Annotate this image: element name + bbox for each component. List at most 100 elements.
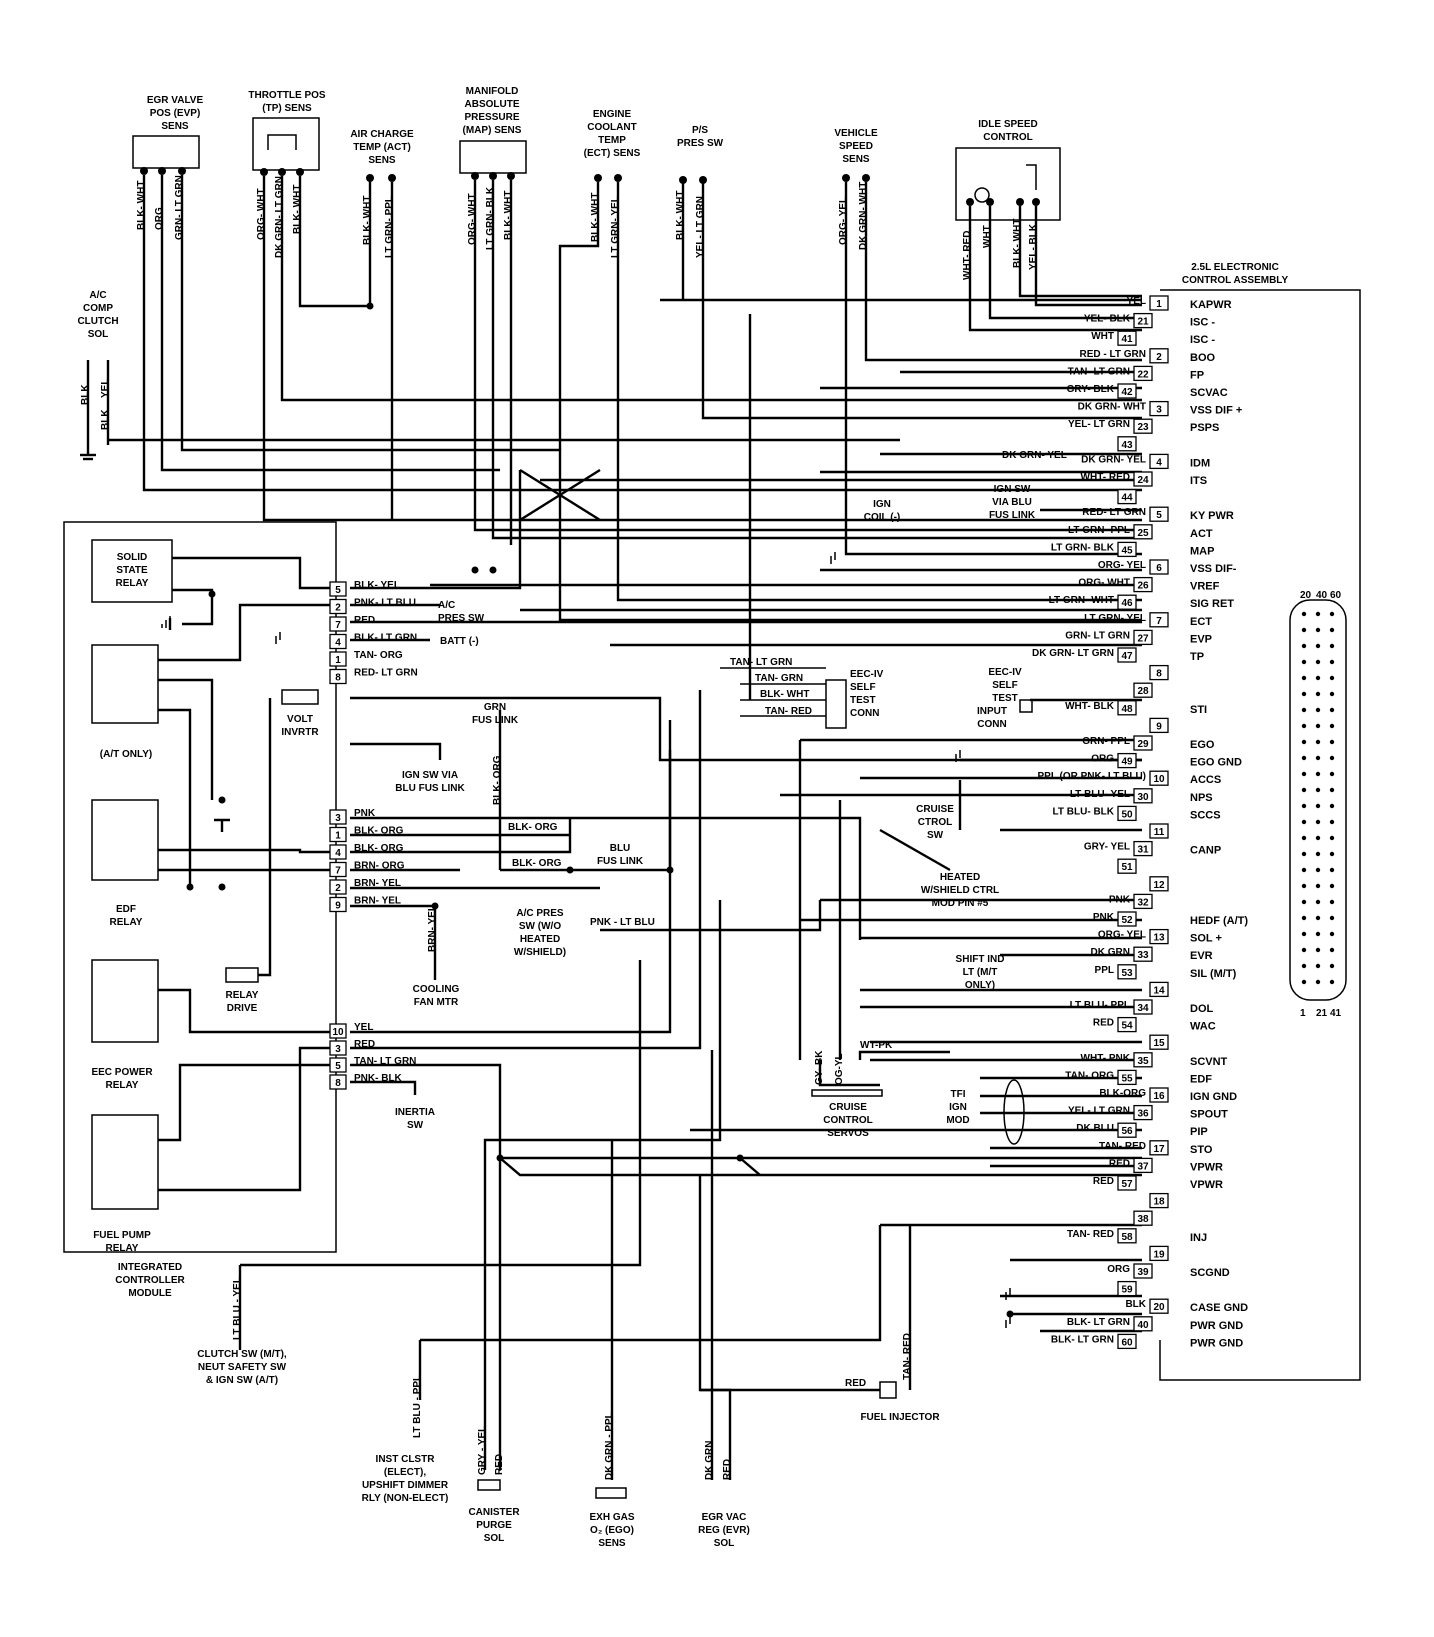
eca-pin-box [1117,752,1137,769]
svg-text:TEST: TEST [992,693,1018,704]
eca-pin-box [1149,876,1169,892]
icm-pin-number: 4 [335,848,341,859]
eca-pin-function: ACCS [1190,774,1221,786]
eca-pin-box [1117,1069,1137,1086]
eca-pin-row: 19 [1149,1245,1169,1262]
eca-pin-function: SCGND [1190,1267,1230,1279]
connector-hole [1329,803,1335,809]
svg-text:RLY (NON-ELECT): RLY (NON-ELECT) [362,1493,449,1504]
eca-pin-wire: GRN- LT GRN [1065,630,1130,641]
eca-pin-box [1117,436,1137,452]
icm-pin-wire: BLK- ORG [354,826,404,837]
tp-wire-1: ORG- WHT [256,188,267,240]
icm-pin-box [329,1023,347,1039]
connector-hole [1301,771,1307,777]
eca-pin-number: 9 [1156,721,1162,732]
eca-pin-function: INJ [1190,1232,1207,1244]
svg-text:OG-YL: OG-YL [834,1053,845,1085]
eca-pin-function: EVP [1190,633,1212,645]
svg-text:TAN- RED: TAN- RED [765,706,812,717]
eca-pin-wire: GRY- YEL [1084,842,1130,853]
eca-pin-wire: LT BLU- PPL [1070,1000,1130,1011]
eca-pin-wire: DK GRN- YEL [1081,454,1146,465]
svg-text:RED: RED [722,1459,733,1480]
eca-pin-number: 13 [1153,933,1165,944]
eca-pin-function: WAC [1190,1021,1216,1033]
svg-text:TEST: TEST [850,695,876,706]
svg-text:RED: RED [494,1454,505,1475]
eca-pin-function: HEDF (A/T) [1190,915,1248,927]
eca-pin-number: 50 [1121,809,1133,820]
eca-pin-box [1149,928,1169,945]
connector-hole [1329,819,1335,825]
eca-pin-wire: RED- LT GRN [1082,507,1146,518]
connector-hole [1315,819,1321,825]
connector-hole [1315,771,1321,777]
map-wire-1: ORG- WHT [467,193,478,245]
eca-pin-box [1133,735,1153,751]
eca-pin-number: 21 [1137,317,1149,328]
eca-pin-box [1133,788,1153,804]
eca-pin-function: CANP [1190,845,1221,857]
tp-wire-2: DK GRN- LT GRN [274,176,285,258]
connector-hole [1329,691,1335,697]
icm-pin-number: 8 [335,1078,341,1089]
isc-wire-3: BLK- WHT [1012,219,1023,268]
svg-text:BLU: BLU [610,843,631,854]
eca-pin-number: 35 [1137,1056,1149,1067]
connector-hole [1315,611,1321,617]
eca-pin-wire: GRN- PPL [1082,736,1130,747]
svg-text:IGN SW: IGN SW [994,484,1031,495]
svg-text:BLU FUS LINK: BLU FUS LINK [395,783,465,794]
eca-pin-box [1117,330,1137,346]
isc-wire-1: WHT- RED [962,231,973,280]
icm-pin-number: 10 [332,1027,344,1038]
eca-pin-number: 2 [1156,352,1162,363]
ps-wire-2: YEL- LT GRN [695,196,706,258]
eca-pin-wire: RED [1093,1018,1114,1029]
ground-symbols [161,552,1011,1328]
connector-hole [1315,675,1321,681]
eca-pin-row: 11 [1149,823,1169,839]
connector-hole [1301,851,1307,857]
eca-pin-box [1117,541,1137,558]
connector-top-numbers: 40 [1316,590,1328,601]
eca-pin-number: 46 [1121,598,1133,609]
eca-pin-box [1149,770,1169,786]
svg-text:CANISTER: CANISTER [468,1507,520,1518]
eca-pin-number: 53 [1121,968,1133,979]
wire-harness [108,175,1142,1480]
eca-pin-number: 40 [1137,1320,1149,1331]
svg-text:SW: SW [407,1120,424,1131]
eca-pin-number: 38 [1137,1214,1149,1225]
connector-hole [1315,755,1321,761]
connector-hole [1329,611,1335,617]
eca-connector-outline [1289,599,1347,1001]
connector-hole [1301,627,1307,633]
svg-text:VIA BLU: VIA BLU [992,497,1032,508]
eca-pin-box [1133,629,1153,646]
eca-pin-wire: WHT- RED [1081,472,1130,483]
icm-pin-number: 9 [335,901,341,912]
connector-hole [1329,883,1335,889]
ps-sensor: P/S PRES SW BLK- WHT YEL- LT GRN [675,125,724,258]
eca-pin-box [1133,524,1153,540]
eca-pin-number: 51 [1121,862,1133,873]
svg-text:FUEL INJECTOR: FUEL INJECTOR [860,1412,940,1423]
eca-pin-box [1133,682,1153,698]
svg-text:SOL: SOL [88,329,109,340]
eca-pin-number: 54 [1121,1021,1133,1032]
eca-pin-box [1117,1122,1137,1138]
svg-text:ONLY): ONLY) [965,980,995,991]
svg-text:FUS LINK: FUS LINK [597,856,644,867]
eca-pin-row: 8 [1149,664,1169,681]
